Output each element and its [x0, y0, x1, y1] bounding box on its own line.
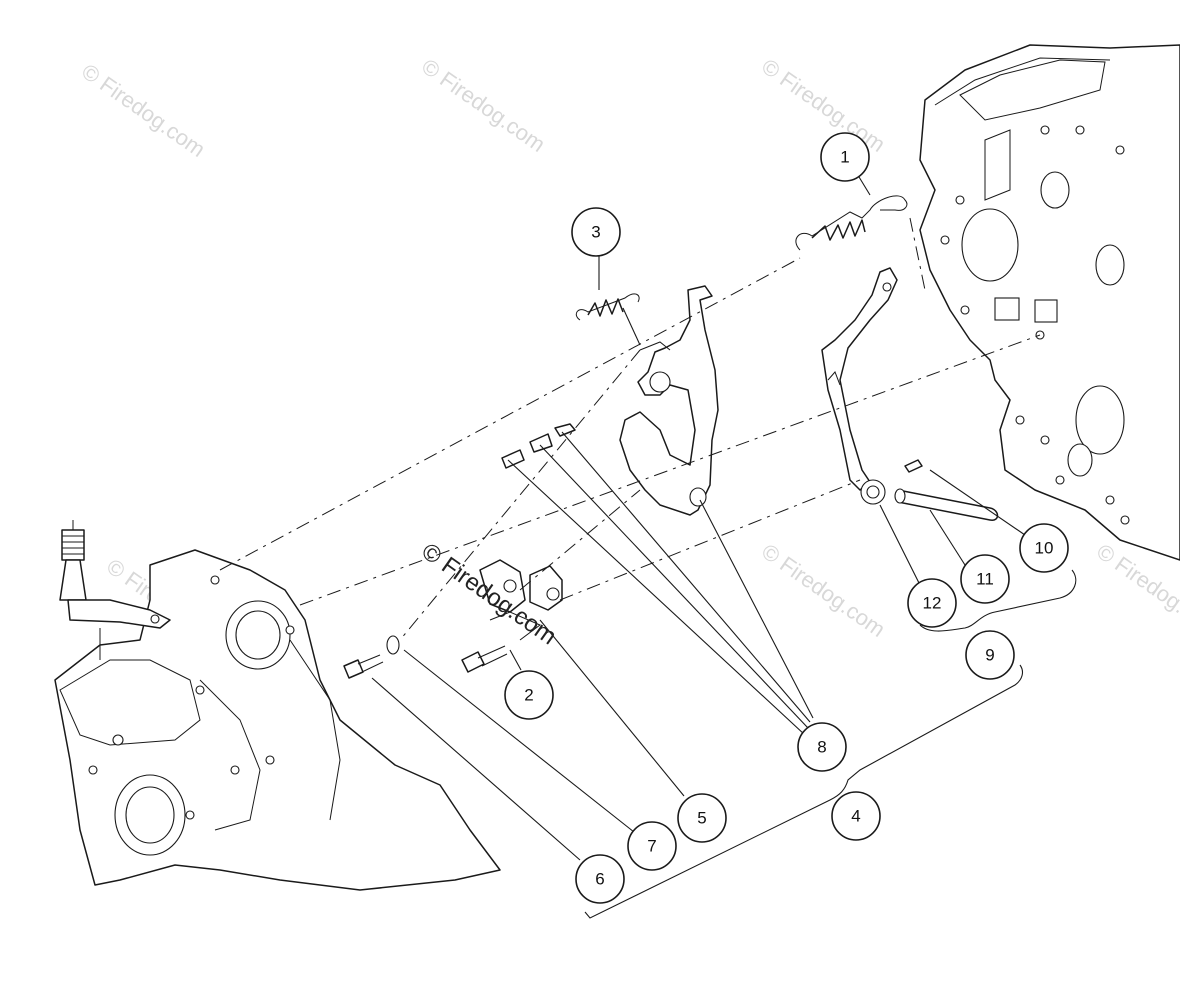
bolts — [343, 635, 508, 679]
watermark: © Firedog.com — [417, 54, 550, 157]
centerlines — [219, 217, 1041, 641]
small-pin — [904, 459, 923, 473]
callout-11: 11 — [960, 554, 1010, 604]
governor-weight-block — [479, 559, 563, 641]
callout-2: 2 — [504, 670, 554, 720]
callout-label: 7 — [647, 837, 656, 856]
callout-8: 8 — [797, 722, 847, 772]
plunger-springs — [501, 423, 576, 469]
callout-4: 4 — [831, 791, 881, 841]
pivot-shaft-assembly — [59, 520, 171, 660]
brace-lines — [584, 569, 1077, 919]
callout-10: 10 — [1019, 523, 1069, 573]
watermark: © Firedog.com — [757, 539, 890, 642]
engine-block-right — [919, 44, 1180, 561]
leader-lines — [371, 171, 1026, 861]
callout-9: 9 — [965, 630, 1015, 680]
callout-label: 11 — [976, 570, 994, 589]
callout-6: 6 — [575, 854, 625, 904]
spring-large — [795, 195, 908, 251]
housing-left — [54, 549, 501, 891]
watermark: © Firedog.com — [757, 54, 890, 157]
callout-label: 3 — [591, 223, 600, 242]
callout-label: 2 — [524, 686, 533, 705]
callout-label: 12 — [923, 594, 942, 613]
spring-small — [575, 293, 640, 321]
pin — [894, 488, 999, 521]
callout-7: 7 — [627, 821, 677, 871]
callout-label: 8 — [817, 738, 826, 757]
callout-12: 12 — [907, 578, 957, 628]
callout-label: 10 — [1035, 539, 1054, 558]
control-lever — [821, 267, 898, 505]
callout-1: 1 — [820, 132, 870, 182]
callout-3: 3 — [571, 207, 621, 257]
callout-5: 5 — [677, 793, 727, 843]
callout-label: 5 — [697, 809, 706, 828]
callout-label: 6 — [595, 870, 604, 889]
callout-label: 1 — [840, 148, 849, 167]
governor-lever-fork — [619, 285, 719, 516]
callout-label: 4 — [851, 807, 860, 826]
watermark: © Firedog.com — [77, 59, 210, 162]
callout-label: 9 — [985, 646, 994, 665]
